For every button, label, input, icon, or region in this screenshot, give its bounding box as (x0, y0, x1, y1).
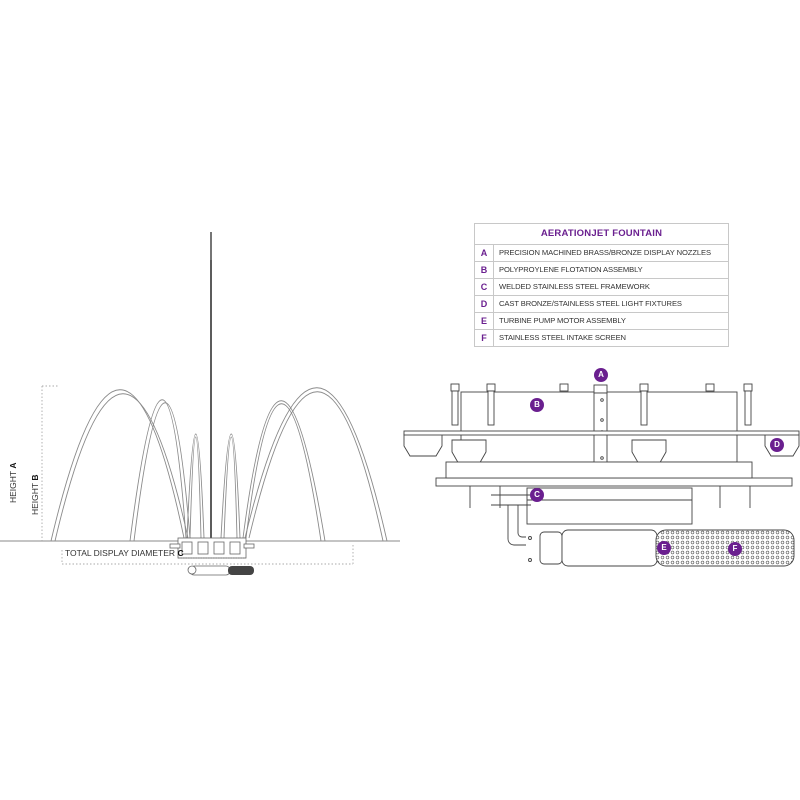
callout-a-badge: A (594, 368, 608, 382)
callout-c-badge: C (530, 488, 544, 502)
callout-e-badge: E (657, 541, 671, 555)
legend-text: PRECISION MACHINED BRASS/BRONZE DISPLAY … (499, 248, 711, 257)
legend-text: CAST BRONZE/STAINLESS STEEL LIGHT FIXTUR… (499, 299, 682, 308)
legend-key: F (475, 330, 494, 346)
legend-row: B POLYPROYLENE FLOTATION ASSEMBLY (475, 262, 728, 279)
callout-d-badge: D (770, 438, 784, 452)
legend-key: B (475, 262, 494, 278)
legend-text: WELDED STAINLESS STEEL FRAMEWORK (499, 282, 650, 291)
legend-row: D CAST BRONZE/STAINLESS STEEL LIGHT FIXT… (475, 296, 728, 313)
legend-key: A (475, 245, 494, 261)
diameter-text: TOTAL DISPLAY DIAMETER (65, 548, 176, 558)
legend-text: STAINLESS STEEL INTAKE SCREEN (499, 333, 626, 342)
callout-f-badge: F (728, 542, 742, 556)
legend-key: C (475, 279, 494, 295)
component-legend-table: AERATIONJET FOUNTAIN A PRECISION MACHINE… (474, 223, 729, 347)
legend-row: E TURBINE PUMP MOTOR ASSEMBLY (475, 313, 728, 330)
diameter-key: C (177, 548, 184, 558)
legend-key: D (475, 296, 494, 312)
legend-text: POLYPROYLENE FLOTATION ASSEMBLY (499, 265, 643, 274)
legend-title: AERATIONJET FOUNTAIN (475, 224, 728, 245)
legend-row: A PRECISION MACHINED BRASS/BRONZE DISPLA… (475, 245, 728, 262)
legend-row: C WELDED STAINLESS STEEL FRAMEWORK (475, 279, 728, 296)
total-display-diameter-label: TOTAL DISPLAY DIAMETER C (65, 548, 184, 558)
legend-text: TURBINE PUMP MOTOR ASSEMBLY (499, 316, 626, 325)
legend-key: E (475, 313, 494, 329)
legend-row: F STAINLESS STEEL INTAKE SCREEN (475, 330, 728, 346)
callout-b-badge: B (530, 398, 544, 412)
